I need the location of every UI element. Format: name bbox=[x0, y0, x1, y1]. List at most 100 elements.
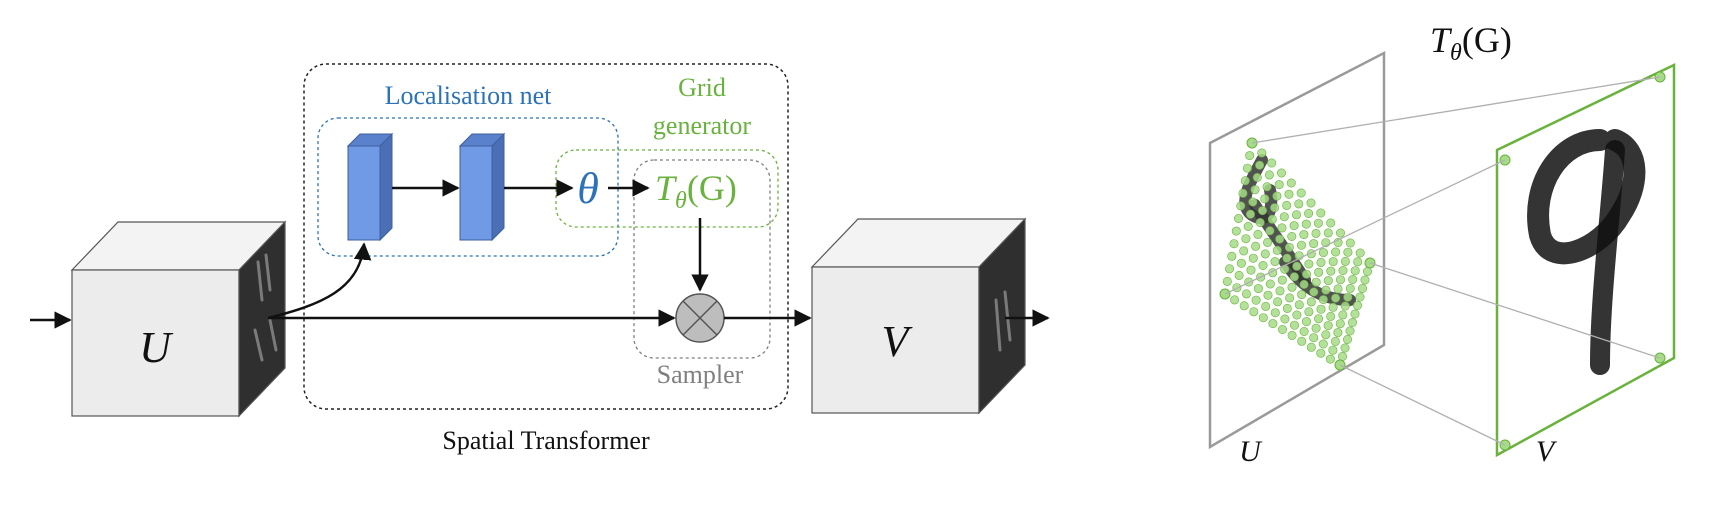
sampling-grid-point bbox=[1323, 321, 1333, 331]
sampling-grid-point bbox=[1294, 300, 1304, 310]
sampling-grid-point bbox=[1294, 199, 1304, 209]
sampling-grid-point bbox=[1316, 257, 1326, 267]
grid-generator-label-line2: generator bbox=[653, 111, 752, 140]
cube-v-label: V bbox=[882, 317, 914, 366]
sampling-grid-point bbox=[1262, 182, 1272, 192]
sampling-grid-point bbox=[1326, 266, 1336, 276]
sampling-grid-point bbox=[1274, 180, 1284, 190]
sampling-grid-point bbox=[1236, 201, 1246, 211]
sampling-grid-point bbox=[1301, 219, 1311, 229]
sampling-grid-point bbox=[1355, 292, 1365, 302]
sampling-grid-point bbox=[1311, 228, 1321, 238]
sampling-grid-point bbox=[1252, 173, 1262, 183]
spatial-transformer-label: Spatial Transformer bbox=[442, 426, 650, 455]
sampling-grid-point bbox=[1350, 309, 1360, 319]
sampling-grid-point bbox=[1297, 240, 1307, 250]
sampling-grid-point bbox=[1290, 320, 1300, 330]
input-plane-u bbox=[1208, 50, 1386, 450]
sampling-grid-point bbox=[1328, 257, 1338, 267]
sampling-grid-point bbox=[1250, 185, 1260, 195]
right-title: Tθ(G) bbox=[1430, 20, 1512, 66]
sampling-grid-point bbox=[1333, 284, 1343, 294]
sampling-grid-point bbox=[1248, 197, 1258, 207]
sampling-grid-point bbox=[1316, 348, 1326, 358]
sampling-grid-point bbox=[1265, 226, 1275, 236]
sampling-grid-point bbox=[1338, 310, 1348, 320]
sampling-grid-point bbox=[1302, 269, 1312, 279]
sampling-grid-point bbox=[1267, 214, 1277, 224]
correspondence-line-3 bbox=[1339, 364, 1506, 446]
cube-v-side-texture bbox=[994, 290, 1012, 352]
sampling-grid-point bbox=[1316, 208, 1326, 218]
sampling-grid-point bbox=[1343, 292, 1353, 302]
sampling-grid-point bbox=[1309, 287, 1319, 297]
sampling-grid-point bbox=[1230, 295, 1240, 305]
sampling-grid-point bbox=[1306, 297, 1316, 307]
sampling-grid-point bbox=[1292, 310, 1302, 320]
sampling-grid-point bbox=[1325, 354, 1335, 364]
sampling-grid-point bbox=[1340, 301, 1350, 311]
sampling-grid-point bbox=[1338, 351, 1348, 361]
sampling-grid-point bbox=[1292, 210, 1302, 220]
sampling-grid-point bbox=[1248, 253, 1258, 263]
sampling-grid-point bbox=[1302, 317, 1312, 327]
sampling-grid-point bbox=[1358, 283, 1368, 293]
sampling-grid-point bbox=[1338, 265, 1348, 275]
sampling-grid-point bbox=[1299, 279, 1309, 289]
sampling-grid-point bbox=[1299, 326, 1309, 336]
sampling-grid-point bbox=[1285, 293, 1295, 303]
sampling-grid-point bbox=[1234, 214, 1244, 224]
right-title-subscript: θ bbox=[1450, 40, 1462, 66]
sampling-grid-point bbox=[1234, 270, 1244, 280]
transform-subscript: θ bbox=[675, 188, 687, 214]
sampling-grid-point bbox=[1345, 238, 1355, 248]
sampling-grid-point bbox=[1282, 253, 1292, 263]
sampling-grid-point bbox=[1286, 178, 1296, 188]
sampling-grid-point bbox=[1257, 148, 1267, 158]
right-title-argument: (G) bbox=[1462, 20, 1512, 60]
sampling-grid-points bbox=[1220, 138, 1375, 370]
sampling-grid-point bbox=[1353, 300, 1363, 310]
sampling-grid-point bbox=[1251, 295, 1261, 305]
sampling-grid-point bbox=[1260, 249, 1270, 259]
sampling-grid-point bbox=[1246, 209, 1256, 219]
sampling-grid-point bbox=[1328, 302, 1338, 312]
sampling-grid-point bbox=[1309, 333, 1319, 343]
sampling-grid-point bbox=[1348, 317, 1358, 327]
sampling-grid-point bbox=[1279, 212, 1289, 222]
sampling-grid-point bbox=[1239, 246, 1249, 256]
sampling-grid-point bbox=[1261, 301, 1271, 311]
sampling-grid-point bbox=[1292, 261, 1302, 271]
sampling-grid-point bbox=[1343, 247, 1353, 257]
input-feature-map-cube: U bbox=[70, 220, 287, 418]
sampling-grid-point bbox=[1268, 319, 1278, 329]
sampling-grid-point bbox=[1277, 275, 1287, 285]
spatial-transformer-box bbox=[303, 63, 789, 410]
sampling-grid-point bbox=[1363, 266, 1373, 276]
sampling-grid-point bbox=[1275, 286, 1285, 296]
output-plane-v bbox=[1495, 63, 1676, 458]
sampling-grid-point bbox=[1326, 311, 1336, 321]
cube-v-front bbox=[811, 266, 980, 414]
sampling-grid-point bbox=[1289, 221, 1299, 231]
sampling-grid-point bbox=[1304, 259, 1314, 269]
correspondence-line-4 bbox=[1224, 159, 1506, 295]
sampling-grid-point bbox=[1296, 188, 1306, 198]
localisation-layer-2 bbox=[458, 132, 506, 242]
sampling-grid-point bbox=[1299, 230, 1309, 240]
sampling-grid-point bbox=[1348, 274, 1358, 284]
arrow-u-to-localisation bbox=[267, 242, 372, 320]
sampling-grid-point bbox=[1306, 198, 1316, 208]
sampling-grid-point bbox=[1258, 206, 1268, 216]
sampling-grid-point bbox=[1253, 284, 1263, 294]
sampling-grid-point bbox=[1260, 194, 1270, 204]
cube-u-side bbox=[238, 220, 286, 418]
sampling-grid-point bbox=[1245, 151, 1255, 161]
sampling-grid-point bbox=[1304, 209, 1314, 219]
sampling-grid-point bbox=[1255, 218, 1265, 228]
sampling-grid-point bbox=[1270, 257, 1280, 267]
sampling-grid-point bbox=[1243, 163, 1253, 173]
sampling-grid-point bbox=[1236, 258, 1246, 268]
sampling-grid-point bbox=[1340, 256, 1350, 266]
sampling-grid-point bbox=[1335, 319, 1345, 329]
